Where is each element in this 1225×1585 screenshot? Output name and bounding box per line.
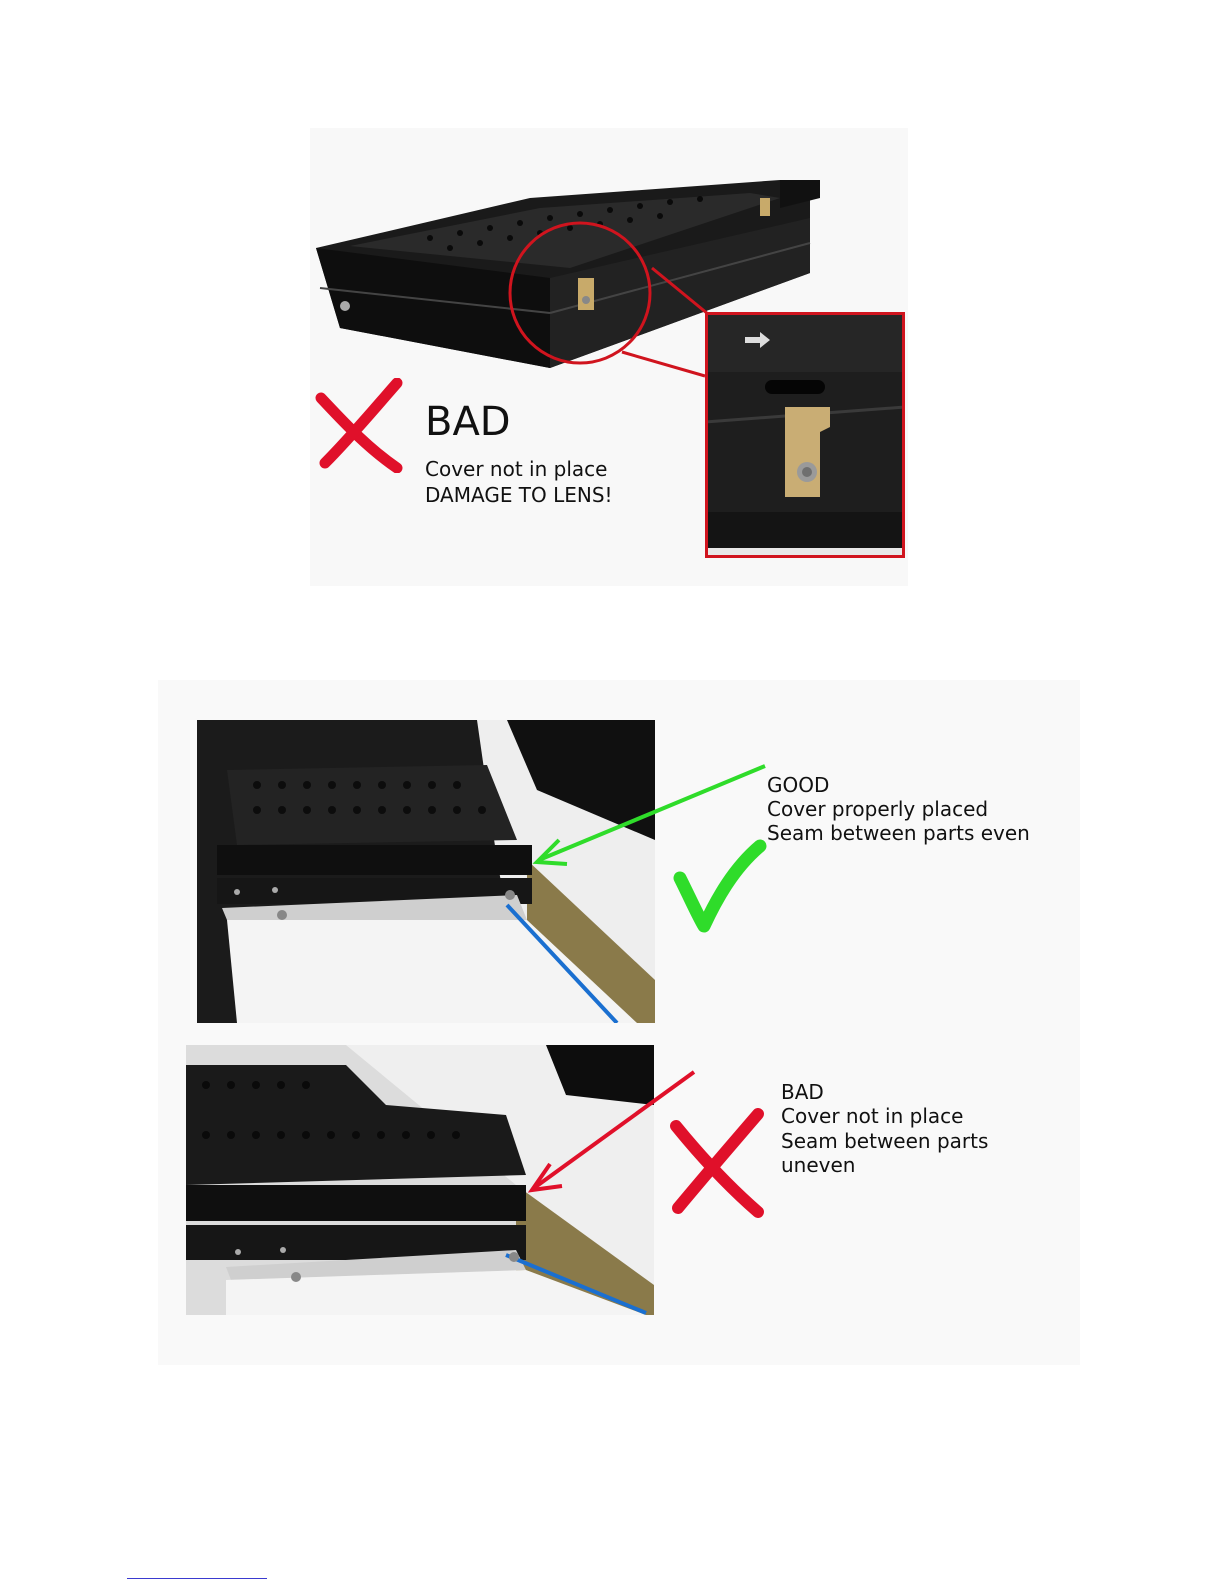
bad-line-1: Cover not in place <box>781 1104 963 1129</box>
good-line-2: Seam between parts even <box>767 821 1030 846</box>
zoom-inset-photo <box>705 312 905 558</box>
top-line-2: DAMAGE TO LENS! <box>425 483 613 508</box>
footnote-rule <box>127 1578 267 1579</box>
bad-line-3: uneven <box>781 1153 855 1178</box>
bad-verdict-label: BAD <box>781 1080 824 1105</box>
top-line-1: Cover not in place <box>425 457 607 482</box>
x-mark-icon-bottom <box>668 1108 768 1218</box>
check-mark-icon <box>672 838 767 933</box>
good-line-1: Cover properly placed <box>767 797 988 822</box>
bad-line-2: Seam between parts <box>781 1129 988 1154</box>
top-verdict-label: BAD <box>425 400 511 444</box>
x-mark-icon <box>315 378 405 473</box>
good-verdict-label: GOOD <box>767 773 829 798</box>
